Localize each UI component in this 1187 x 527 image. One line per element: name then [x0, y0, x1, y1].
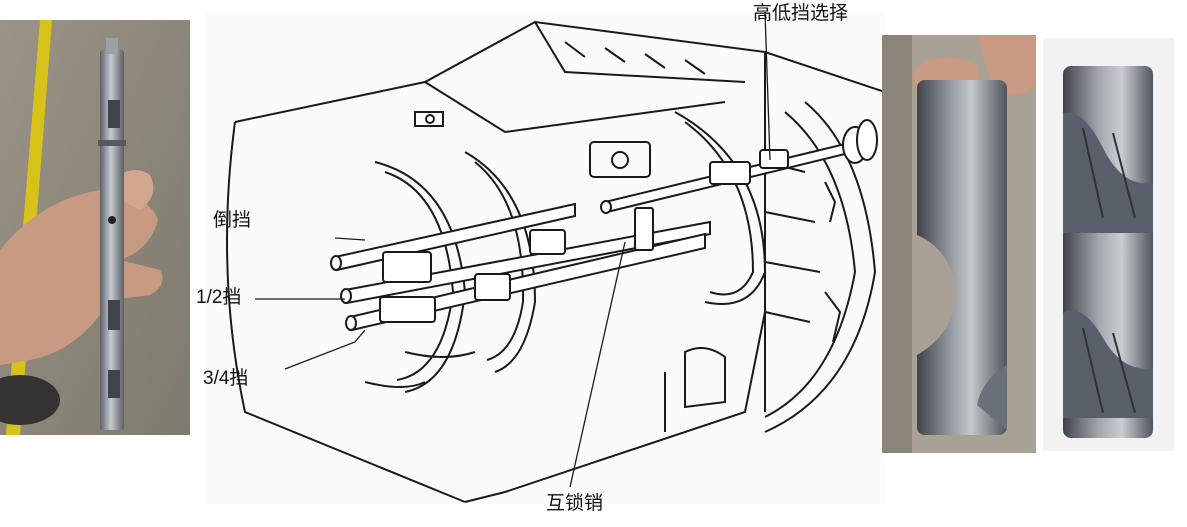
shift-shaft-photo [0, 20, 190, 435]
interlock-pin-image-2 [1043, 38, 1174, 451]
interlock-pin-photo-2 [1043, 38, 1174, 451]
transmission-diagram [205, 12, 885, 504]
label-high-low-select: 高低挡选择 [753, 3, 849, 24]
interlock-pin-image [882, 35, 1036, 453]
transmission-line-drawing [205, 12, 885, 504]
label-reverse-gear: 倒挡 [213, 210, 252, 231]
label-gear-3-4: 3/4挡 [203, 368, 249, 389]
interlock-pin-photo [882, 35, 1036, 453]
label-interlock-pin: 互锁销 [546, 493, 604, 514]
label-gear-1-2: 1/2挡 [196, 287, 242, 308]
shift-shaft-image [0, 20, 190, 435]
